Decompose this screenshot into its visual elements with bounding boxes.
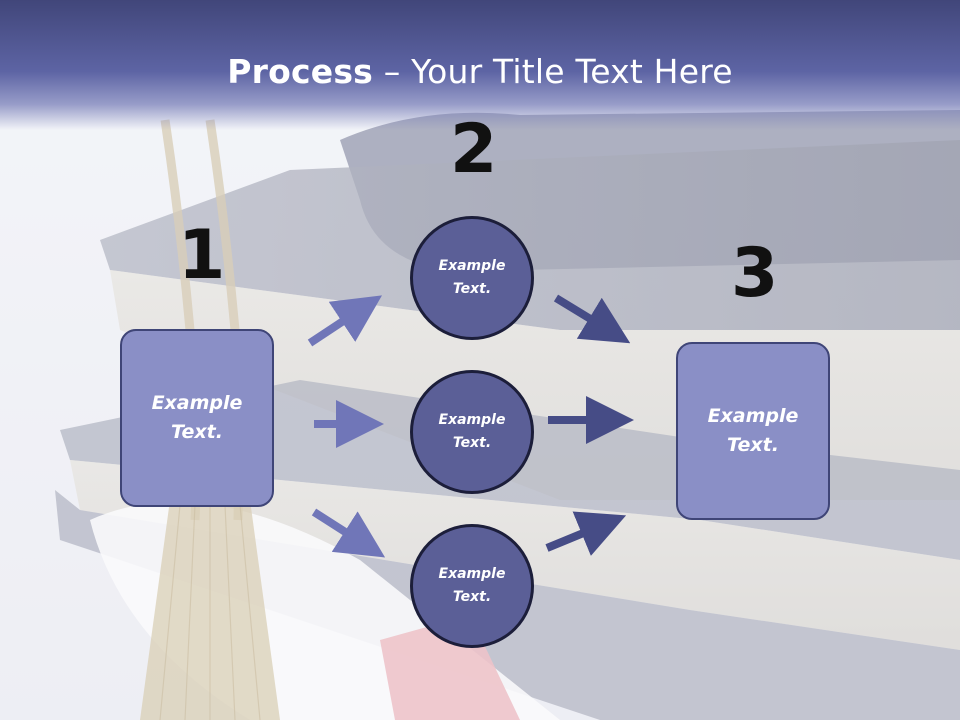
arrow-to-circle-bottom [311, 508, 386, 558]
step-number-3: 3 [731, 234, 779, 313]
circle-bottom: Example Text. [410, 524, 534, 648]
title-rest: – Your Title Text Here [373, 52, 733, 91]
title-bar [0, 0, 960, 130]
start-box: Example Text. [120, 329, 274, 507]
step-number-1: 1 [178, 216, 226, 295]
title-bold: Process [227, 52, 374, 91]
circle-top: Example Text. [410, 216, 534, 340]
arrow-from-circle-top [553, 294, 631, 344]
arrow-from-circle-bottom [545, 511, 627, 556]
step-number-2: 2 [450, 110, 498, 189]
slide-title: Process – Your Title Text Here [0, 52, 960, 91]
end-box: Example Text. [676, 342, 830, 520]
arrow-to-circle-top [307, 295, 383, 347]
circle-middle: Example Text. [410, 370, 534, 494]
